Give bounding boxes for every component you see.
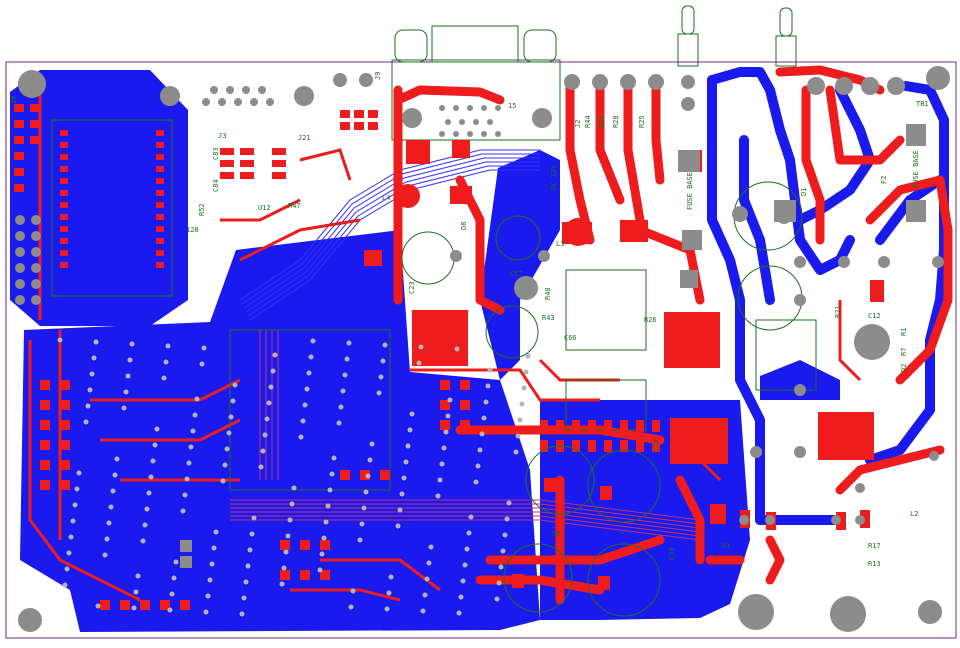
silk-label-r21: R21 — [834, 305, 842, 318]
silk-label-r47: R47 — [288, 202, 301, 210]
silk-label-r128: 128 — [186, 226, 199, 234]
silk-label-c84: C84 — [212, 179, 220, 192]
data-bus-traces — [230, 330, 701, 541]
silk-label-r52: R52 — [198, 203, 206, 216]
silk-label-c8: C8 — [552, 530, 560, 538]
silk-label-r28: R28 — [612, 115, 620, 128]
toggle-switch-2 — [775, 7, 797, 67]
db-connector-outline — [391, 25, 561, 141]
silk-label-c23: C23 — [408, 281, 416, 294]
toggle-switch-1 — [677, 5, 699, 67]
silk-label-r48: R48 — [544, 287, 552, 300]
bottom-traces — [707, 67, 949, 525]
silk-label-r19: R19 — [598, 115, 606, 128]
connector-pins — [15, 73, 944, 525]
silk-label-c12: C12 — [868, 312, 881, 320]
square-pads — [180, 124, 926, 568]
electrolytic-capacitors — [401, 181, 803, 617]
silk-label-r1: R1 — [900, 328, 908, 336]
silk-label-c83: C83 — [212, 147, 220, 160]
silk-label-c17: C17 — [510, 270, 523, 278]
silk-label-r7: R7 — [900, 348, 908, 356]
silk-label-j21: J21 — [298, 134, 311, 142]
via-field — [57, 337, 531, 617]
top-copper-pads — [364, 140, 884, 530]
silk-label-r17: R17 — [868, 542, 881, 550]
mounting-holes — [18, 66, 950, 632]
silk-label-r25: R25 — [638, 115, 646, 128]
silk-label-dc12v: DC 12V — [550, 164, 558, 190]
silk-label-c39: C39 — [668, 547, 676, 560]
silk-label-j2: J2 — [574, 120, 582, 128]
silk-label-r26: R26 — [644, 316, 657, 324]
capacitor-markers — [512, 478, 612, 590]
silk-label-j9: J9 — [374, 72, 382, 80]
signal-bus-traces — [239, 149, 540, 321]
silk-label-r43: R43 — [542, 314, 555, 322]
silk-label-u12: U12 — [258, 204, 271, 212]
silk-label-fusebase2: FUSE BASE — [912, 150, 920, 188]
silk-label-n15: 15 — [508, 102, 516, 110]
silk-label-j3: J3 — [218, 132, 226, 140]
silk-label-f2: F2 — [880, 176, 888, 184]
silk-label-l3: L3 — [556, 240, 564, 248]
silk-label-u1: U1 — [722, 542, 730, 550]
silk-label-d1: D1 — [800, 188, 808, 196]
silk-label-r13: R13 — [868, 560, 881, 568]
silk-label-tb1: TB1 — [916, 100, 929, 108]
silk-label-r44: R44 — [584, 115, 592, 128]
silk-label-fusebase1: FUSE BASE — [686, 172, 694, 210]
silk-label-d2: D2 — [900, 364, 908, 372]
silk-label-c24: C24 — [652, 439, 660, 452]
silk-label-l2: L2 — [910, 510, 918, 518]
silk-label-l4: L4 — [382, 194, 390, 202]
silk-label-d8: D8 — [460, 222, 468, 230]
silk-label-n10: 10 — [10, 96, 18, 104]
silk-label-c66: C66 — [564, 334, 577, 342]
